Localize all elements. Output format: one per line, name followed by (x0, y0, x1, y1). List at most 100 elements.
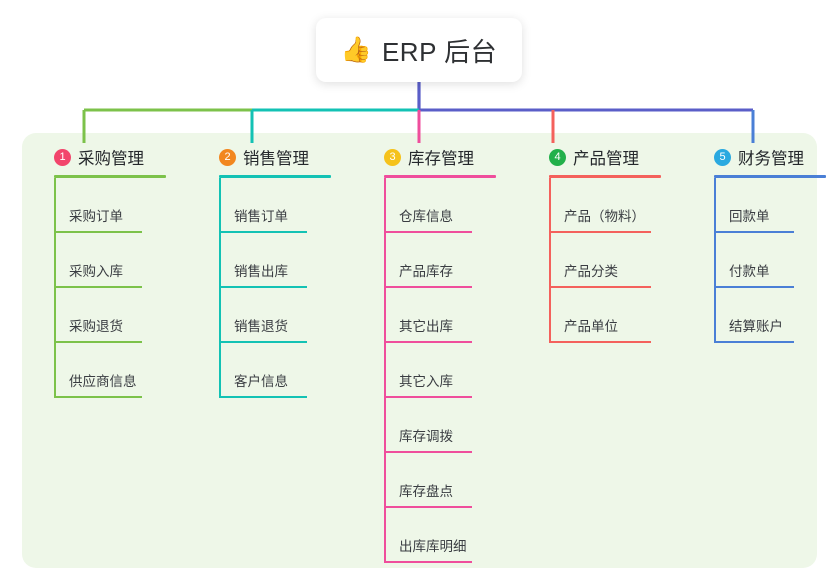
branch-leaf-list: 回款单付款单结算账户 (696, 177, 826, 343)
leaf-underline (54, 340, 142, 343)
leaf-item[interactable]: 销售订单 (201, 178, 351, 233)
leaf-item[interactable]: 其它入库 (366, 343, 516, 398)
leaf-item-label: 回款单 (729, 208, 770, 224)
branch-column-4: 4 产品管理产品（物料） 产品分类产品单位 (531, 145, 681, 343)
branch-title: 库存管理 (408, 150, 474, 168)
branch-header-3[interactable]: 3 库存管理 (366, 145, 516, 169)
leaf-underline (54, 230, 142, 233)
leaf-item[interactable]: 库存调拨 (366, 398, 516, 453)
leaf-item-label: 付款单 (729, 263, 770, 279)
leaf-underline (549, 285, 651, 288)
leaf-item-label: 产品分类 (564, 263, 618, 279)
leaf-item[interactable]: 付款单 (696, 233, 826, 288)
branch-leaf-list: 产品（物料） 产品分类产品单位 (531, 177, 681, 343)
leaf-item-label: 采购入库 (69, 263, 123, 279)
leaf-item[interactable]: 产品（物料） (531, 178, 681, 233)
root-node-title: ERP 后台 (381, 36, 498, 67)
branch-header-1[interactable]: 1 采购管理 (36, 145, 186, 169)
branch-number-badge: 5 (714, 148, 731, 166)
leaf-item[interactable]: 回款单 (696, 178, 826, 233)
branch-underline (219, 175, 331, 178)
leaf-item[interactable]: 产品分类 (531, 233, 681, 288)
leaf-item[interactable]: 采购订单 (36, 178, 186, 233)
leaf-item-label: 客户信息 (234, 373, 288, 389)
leaf-underline (714, 285, 794, 288)
branch-number-badge: 1 (54, 148, 71, 166)
leaf-item-label: 结算账户 (729, 318, 783, 334)
leaf-item[interactable]: 产品单位 (531, 288, 681, 343)
leaf-item-label: 销售订单 (234, 208, 288, 224)
leaf-underline (714, 340, 794, 343)
branch-number-badge: 2 (219, 148, 236, 166)
leaf-item[interactable]: 库存盘点 (366, 453, 516, 508)
leaf-item-label: 出库库明细 (399, 538, 467, 554)
leaf-underline (219, 230, 307, 233)
branch-header-2[interactable]: 2 销售管理 (201, 145, 351, 169)
leaf-item-label: 产品库存 (399, 263, 453, 279)
thumbs-up-icon: 👍 (340, 35, 372, 64)
leaf-item[interactable]: 采购退货 (36, 288, 186, 343)
leaf-underline (384, 395, 472, 398)
leaf-item[interactable]: 采购入库 (36, 233, 186, 288)
leaf-underline (384, 560, 472, 563)
leaf-underline (549, 230, 651, 233)
branch-leaf-list: 仓库信息产品库存其它出库其它入库库存调拨库存盘点出库库明细 (366, 177, 516, 563)
leaf-item[interactable]: 其它出库 (366, 288, 516, 343)
leaf-item-label: 仓库信息 (399, 208, 453, 224)
leaf-item-label: 其它出库 (399, 318, 453, 334)
leaf-item[interactable]: 供应商信息 (36, 343, 186, 398)
branch-column-2: 2 销售管理销售订单销售出库销售退货客户信息 (201, 145, 351, 398)
diagram-background-panel (22, 133, 817, 568)
branch-header-4[interactable]: 4 产品管理 (531, 145, 681, 169)
branch-title: 采购管理 (78, 150, 144, 168)
branch-header-5[interactable]: 5 财务管理 (696, 145, 826, 169)
leaf-item-label: 销售退货 (234, 318, 288, 334)
leaf-underline (384, 450, 472, 453)
leaf-underline (219, 285, 307, 288)
branch-column-5: 5 财务管理回款单付款单结算账户 (696, 145, 826, 343)
branch-underline (384, 175, 496, 178)
leaf-item-label: 其它入库 (399, 373, 453, 389)
leaf-underline (219, 395, 307, 398)
branch-spine (714, 177, 716, 343)
leaf-item-label: 采购订单 (69, 208, 123, 224)
branch-spine (549, 177, 551, 343)
branch-spine (219, 177, 221, 398)
branch-underline (54, 175, 166, 178)
leaf-underline (549, 340, 651, 343)
leaf-item-label: 库存盘点 (399, 483, 453, 499)
branch-column-1: 1 采购管理采购订单采购入库采购退货供应商信息 (36, 145, 186, 398)
branch-title: 产品管理 (573, 150, 639, 168)
branch-title: 财务管理 (738, 150, 804, 168)
branch-spine (54, 177, 56, 398)
branch-number-badge: 4 (549, 148, 566, 166)
leaf-underline (384, 230, 472, 233)
leaf-item[interactable]: 出库库明细 (366, 508, 516, 563)
branch-underline (549, 175, 661, 178)
leaf-item-label: 采购退货 (69, 318, 123, 334)
leaf-item[interactable]: 仓库信息 (366, 178, 516, 233)
branch-leaf-list: 采购订单采购入库采购退货供应商信息 (36, 177, 186, 398)
leaf-underline (219, 340, 307, 343)
leaf-underline (384, 505, 472, 508)
branch-number-badge: 3 (384, 148, 401, 166)
root-node-card[interactable]: 👍 ERP 后台 (316, 18, 522, 82)
leaf-underline (384, 285, 472, 288)
leaf-item[interactable]: 结算账户 (696, 288, 826, 343)
leaf-item-label: 产品（物料） (564, 208, 645, 224)
branch-underline (714, 175, 826, 178)
leaf-item[interactable]: 销售退货 (201, 288, 351, 343)
leaf-underline (714, 230, 794, 233)
branch-title: 销售管理 (243, 150, 309, 168)
leaf-item-label: 供应商信息 (69, 373, 137, 389)
leaf-item[interactable]: 客户信息 (201, 343, 351, 398)
branch-column-3: 3 库存管理仓库信息产品库存其它出库其它入库库存调拨库存盘点出库库明细 (366, 145, 516, 563)
leaf-underline (54, 395, 142, 398)
leaf-item[interactable]: 销售出库 (201, 233, 351, 288)
leaf-item-label: 产品单位 (564, 318, 618, 334)
leaf-underline (54, 285, 142, 288)
leaf-item[interactable]: 产品库存 (366, 233, 516, 288)
leaf-underline (384, 340, 472, 343)
branch-leaf-list: 销售订单销售出库销售退货客户信息 (201, 177, 351, 398)
branch-spine (384, 177, 386, 563)
